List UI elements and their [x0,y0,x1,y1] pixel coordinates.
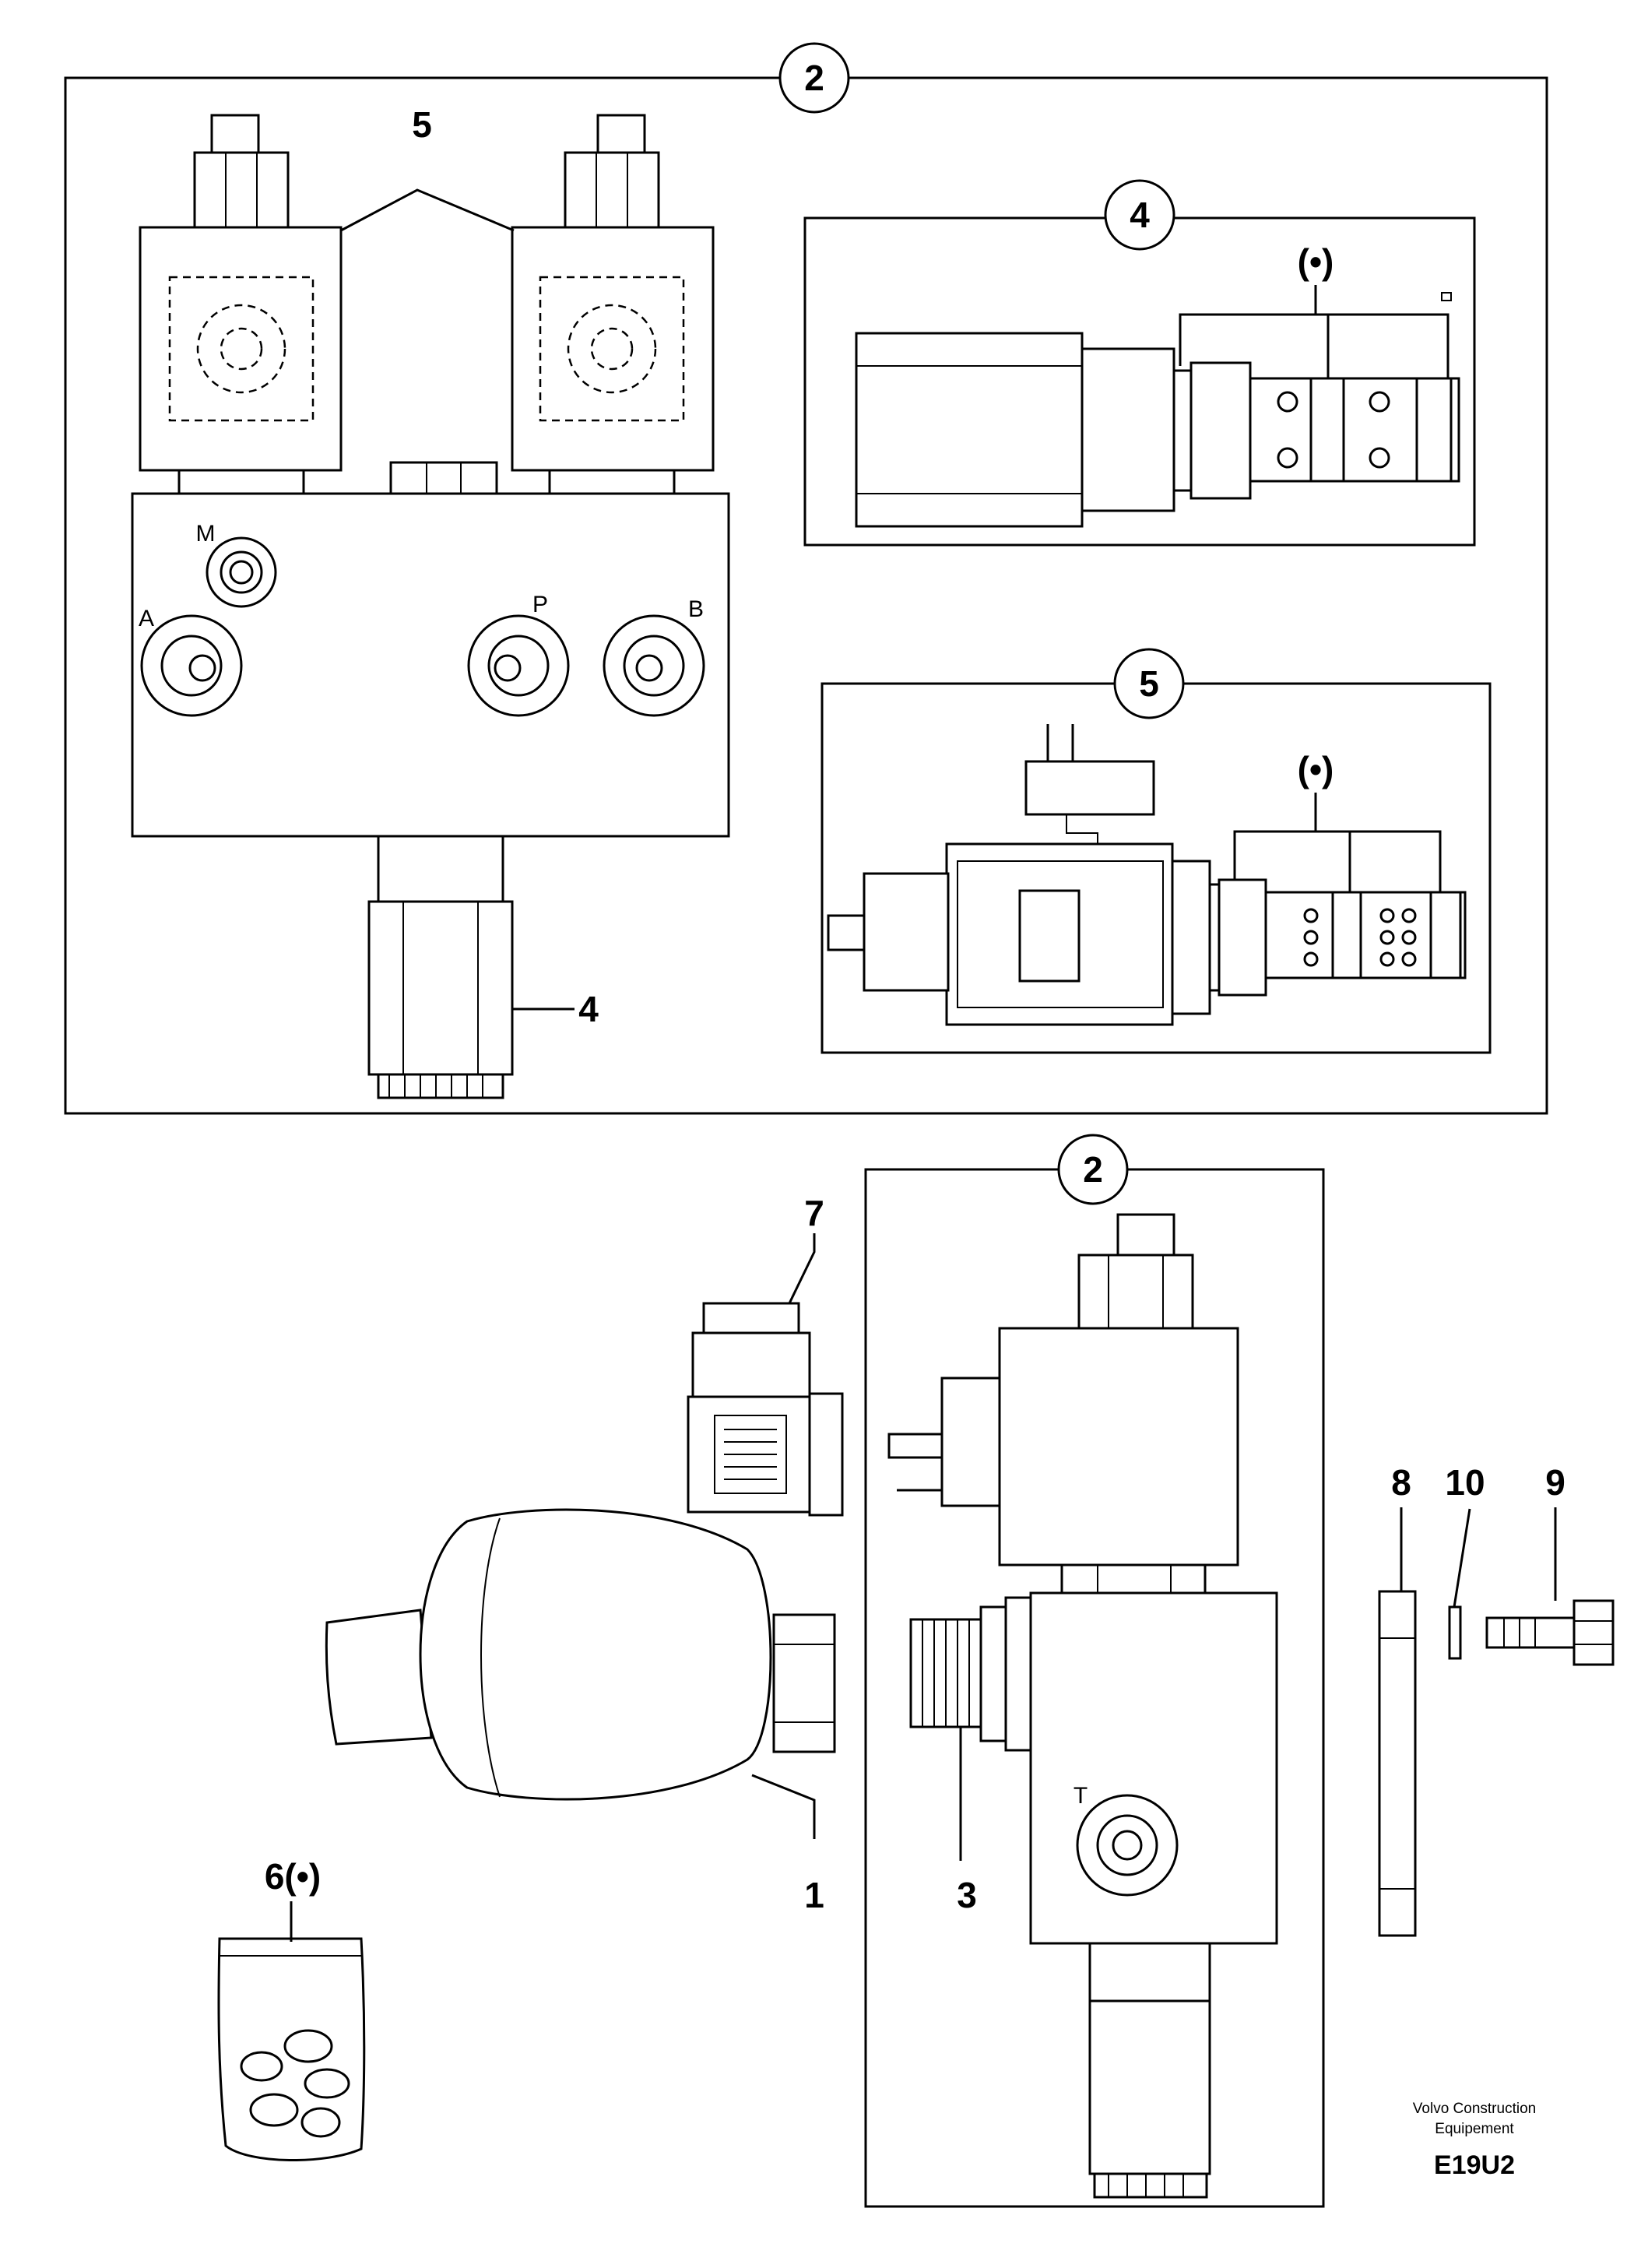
lower-solenoid-nut [1077,1254,1194,1330]
right-solenoid-nut [564,151,660,229]
left-solenoid-nut [193,151,290,229]
port-b-label: B [688,596,704,622]
inset-4-hex-nut [855,332,1084,528]
inset-4-thread [1189,361,1252,500]
left-solenoid-hidden-outline [168,276,314,422]
footer: Volvo Construction Equipement E19U2 [1413,2101,1536,2180]
washer [1448,1605,1462,1660]
lower-connector [940,1377,1001,1507]
callout-10-leader [1453,1508,1471,1608]
valve-block [131,492,730,838]
brand-line-1: Volvo Construction [1413,2101,1536,2117]
left-solenoid-cap [210,114,260,154]
inset-item-4: 4 (•) [803,179,1476,547]
brand-line-2: Equipement [1435,2121,1514,2137]
item-6-seal-kit: 6(•) [217,1856,366,2161]
accumulator-shell [419,1508,772,1801]
bottom-cartridge [367,835,514,1099]
inset-5-callout: 5 [1139,663,1159,704]
lower-solenoid-coil [998,1327,1239,1567]
main-panel-callout-circle [778,42,850,114]
bolt-head [1572,1599,1615,1666]
port-p-label: P [532,592,548,617]
callout-6: 6(•) [265,1856,321,1897]
inset-5-note: (•) [1298,749,1334,789]
port-m-label: M [196,521,216,547]
connector-cap [702,1302,800,1334]
right-solenoid-cap [596,114,646,154]
callout-4: 4 [578,989,599,1029]
bolt-shank [1485,1616,1576,1649]
connector-body [691,1331,811,1398]
port-a: A [139,606,243,717]
accumulator-fitting [772,1613,836,1753]
lower-panel-callout: 2 [1083,1149,1103,1190]
lower-valve-block [1029,1591,1278,1945]
inset-4-collar [1081,347,1175,512]
port-b: B [603,596,705,717]
right-solenoid [511,114,715,495]
seal-kit-bag [217,1937,366,2161]
item-1-accumulator: 1 [325,1508,836,1915]
main-panel-callout: 2 [804,58,824,98]
port-m: M [196,521,277,608]
left-solenoid-coil [139,226,343,472]
callout-1: 1 [804,1875,824,1915]
port-p: P [467,592,570,717]
callout-5: 5 [412,104,432,145]
lower-cartridge [1088,1999,1211,2175]
callout-7: 7 [804,1193,824,1233]
inset-4-note: (•) [1298,241,1334,282]
callout-8: 8 [1391,1462,1411,1503]
item-8-bar: 8 [1378,1462,1417,1937]
bar-body [1378,1590,1417,1937]
inset-5-hex [1171,860,1211,1015]
port-a-label: A [139,606,154,631]
right-solenoid-hidden-outline [539,276,685,422]
port-t: T [1074,1783,1179,1897]
callout-5-leader [340,188,515,232]
inset-4-callout: 4 [1130,195,1150,235]
item-10-washer: 10 [1445,1462,1485,1660]
accumulator-gas-port [325,1609,433,1746]
port-t-label: T [1074,1783,1088,1809]
main-panel: 2 [64,42,1548,1115]
item-7-connector: 7 [687,1193,844,1517]
callout-3: 3 [957,1875,977,1915]
center-nut [389,461,498,495]
callout-9: 9 [1545,1462,1565,1503]
drawing-code: E19U2 [1434,2150,1515,2180]
left-solenoid [139,114,343,495]
inset-item-5: 5 (•) [820,648,1492,1054]
inset-5-connector [1024,760,1155,816]
callout-7-leader [788,1233,816,1304]
callout-1-leader [751,1774,816,1839]
lower-panel: 2 T 3 [864,1134,1325,2208]
item-9-bolt: 9 [1485,1462,1615,1666]
callout-10: 10 [1445,1462,1485,1503]
